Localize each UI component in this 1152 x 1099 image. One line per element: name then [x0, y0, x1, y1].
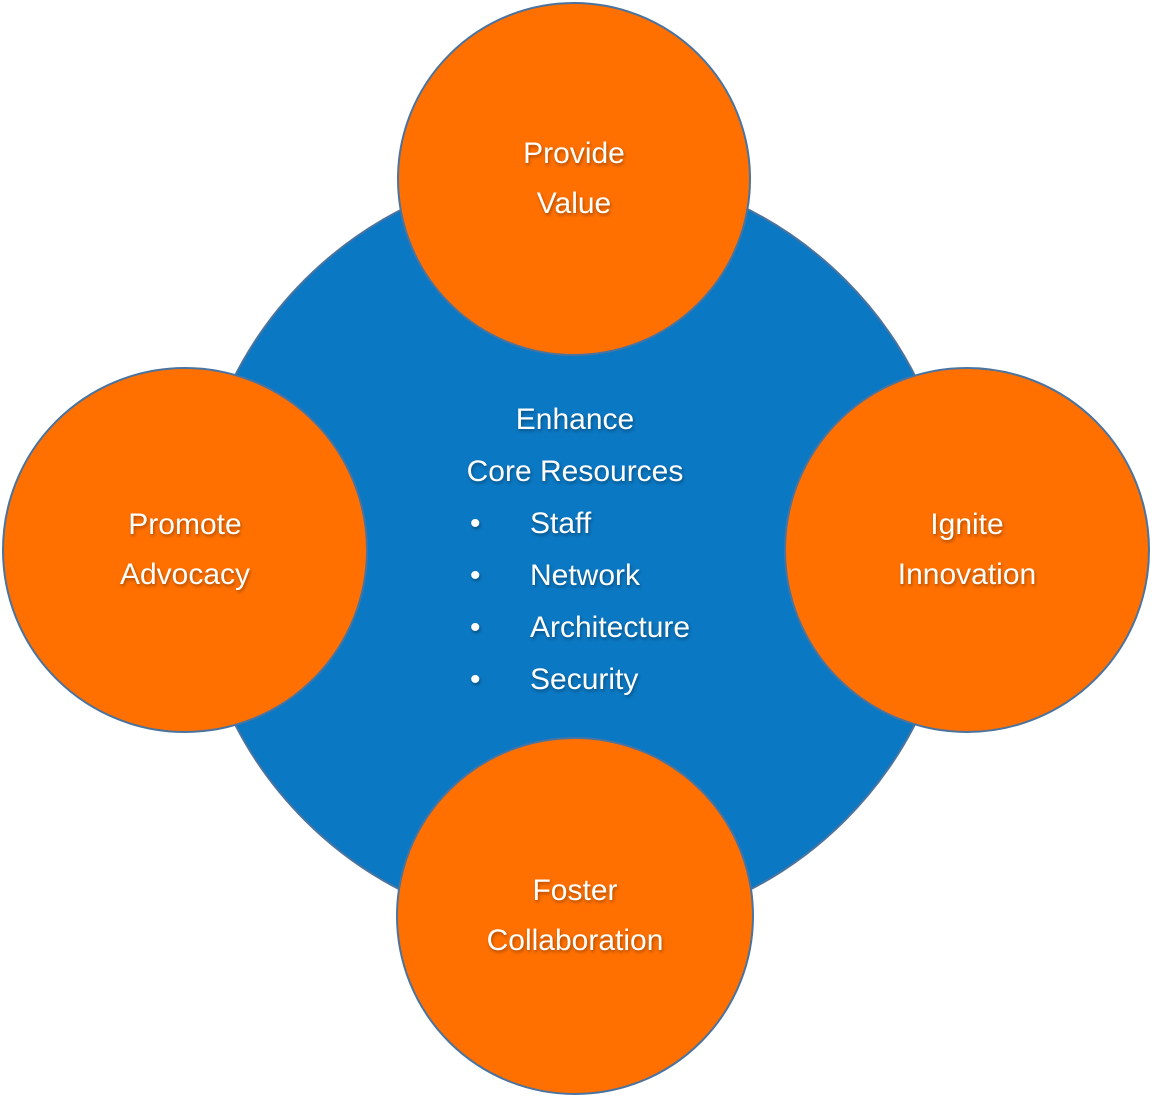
- bullet-icon: •: [470, 507, 481, 540]
- node-foster-collaboration: Foster Collaboration: [396, 737, 754, 1095]
- node-ignite-innovation: Ignite Innovation: [784, 367, 1150, 733]
- bullet-label: Network: [530, 559, 641, 592]
- bullet-icon: •: [470, 559, 481, 592]
- node-label: Ignite Innovation: [898, 500, 1036, 600]
- bullet-icon: •: [470, 611, 481, 644]
- bullet-label: Security: [530, 663, 639, 696]
- bullet-item: • Architecture: [410, 602, 740, 654]
- bullet-label: Staff: [530, 507, 592, 540]
- node-label: Promote Advocacy: [120, 500, 250, 600]
- node-label-line-1: Foster: [532, 874, 618, 907]
- node-label-line-1: Ignite: [930, 508, 1004, 541]
- node-label-line-2: Advocacy: [119, 558, 251, 591]
- bullet-item: • Network: [410, 550, 740, 602]
- node-label: Foster Collaboration: [487, 866, 664, 966]
- bullet-label: Architecture: [530, 611, 691, 644]
- core-title-line-1: Enhance: [515, 403, 635, 436]
- node-promote-advocacy: Promote Advocacy: [2, 367, 368, 733]
- core-title-line-2: Core Resources: [466, 455, 684, 488]
- node-label: Provide Value: [523, 129, 625, 229]
- node-label-line-2: Value: [536, 187, 612, 220]
- core-resources-content: Enhance Core Resources • Staff • Network…: [410, 394, 740, 706]
- bullet-item: • Security: [410, 654, 740, 706]
- node-provide-value: Provide Value: [397, 2, 751, 356]
- node-label-line-1: Promote: [128, 508, 242, 541]
- bullet-icon: •: [470, 663, 481, 696]
- node-label-line-2: Collaboration: [486, 924, 664, 957]
- node-label-line-2: Innovation: [897, 558, 1037, 591]
- bullet-item: • Staff: [410, 498, 740, 550]
- node-label-line-1: Provide: [523, 137, 625, 170]
